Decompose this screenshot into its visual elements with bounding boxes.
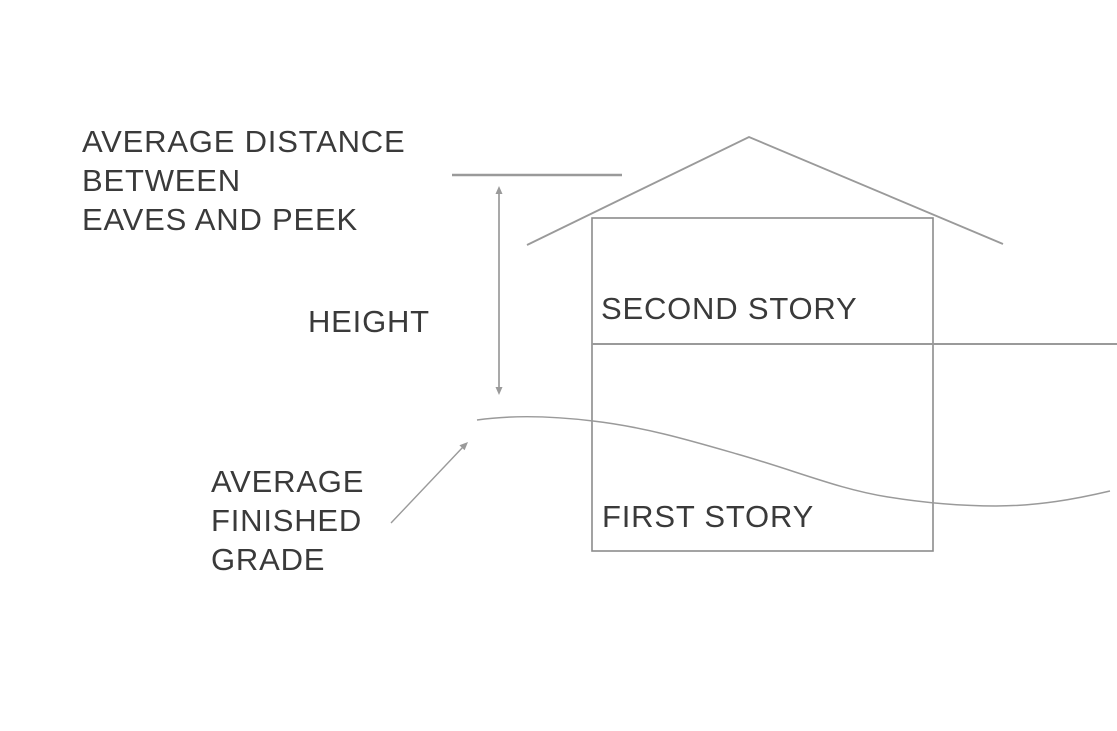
grade-curve [476,415,1111,507]
first-story-label: FIRST STORY [602,499,815,534]
grade-leader-line [390,446,464,524]
height-dimension [495,186,503,395]
grade-leader-arrow-icon [459,442,468,451]
roof-outline [526,135,1004,246]
height-arrow-up-icon [495,186,503,194]
second-story-label: SECOND STORY [601,291,858,326]
height-label: HEIGHT [308,304,430,339]
house-outline [591,217,934,552]
avg-distance-eaves-peak-label: AVERAGE DISTANCE BETWEEN EAVES AND PEEK [82,124,406,237]
average-finished-grade-label: AVERAGE FINISHED GRADE [211,464,365,577]
height-arrow-down-icon [495,387,503,395]
grade-leader [390,442,468,524]
